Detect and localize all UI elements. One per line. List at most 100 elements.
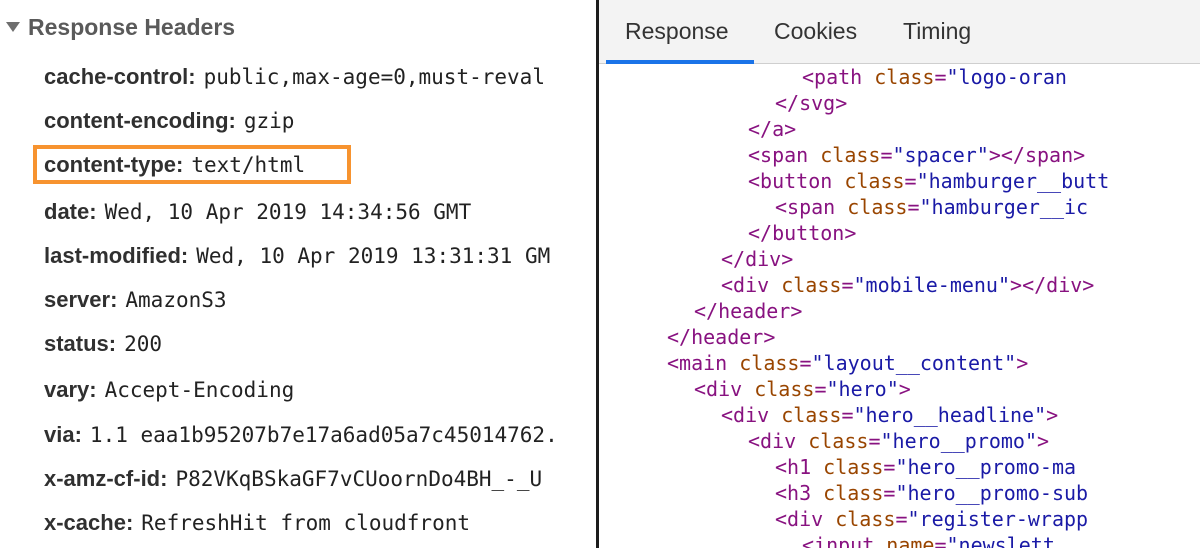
code-token-val: "hero__headline" [853,403,1047,427]
code-token-tag: <span [748,143,821,167]
code-token-attr: class [844,169,905,193]
header-key: status: [44,331,117,356]
header-key: content-type: [44,152,184,177]
code-token-tag: ></span> [988,143,1086,167]
code-token-attr: class [835,507,896,531]
header-value: public,max-age=0,must-reval [203,65,545,89]
header-row-last-modified: last-modified: Wed, 10 Apr 2019 13:31:31… [44,239,550,273]
code-token-tag: <button [748,169,845,193]
tab-bar: Response Cookies Timing [599,0,1200,64]
code-token-tag: > [898,377,911,401]
code-token-tag: = [841,403,854,427]
code-token-tag: = [799,351,812,375]
code-token-attr: class [808,429,869,453]
header-value: Wed, 10 Apr 2019 13:31:31 GM [196,244,551,268]
header-key: vary: [44,377,97,402]
code-line: <input name="newslett [802,532,1055,548]
code-token-tag: = [883,481,896,505]
code-token-tag: = [880,143,893,167]
code-line: <path class="logo-oran [802,64,1067,90]
section-title: Response Headers [28,13,236,40]
code-token-val: "register-wrapp [907,507,1089,531]
panel-divider[interactable] [596,0,599,548]
header-value: RefreshHit from cloudfront [141,511,471,535]
code-token-tag: = [934,65,947,89]
code-token-val: "spacer" [892,143,989,167]
code-token-attr: class [754,377,815,401]
code-line: </header> [694,298,802,324]
header-value: 200 [124,332,163,356]
code-token-val: "newslett [946,533,1055,548]
code-token-tag: <div [775,507,836,531]
code-token-tag: > [1016,351,1029,375]
code-token-tag: <div [721,403,782,427]
code-line: </button> [748,220,856,246]
header-row-content-type: content-type: text/html [44,148,305,182]
code-token-attr: class [781,273,842,297]
header-key: x-amz-cf-id: [44,466,168,491]
code-token-val: "layout__content" [811,351,1017,375]
header-value: AmazonS3 [125,288,227,312]
response-headers-panel: Response Headers cache-control: public,m… [0,0,596,548]
header-key: via: [44,422,82,447]
code-line: <div class="hero"> [694,376,911,402]
code-token-attr: class [847,195,908,219]
code-token-val: "hero__promo-sub [895,481,1089,505]
tab-timing[interactable]: Timing [903,18,972,44]
code-token-tag: <h1 [775,455,824,479]
code-token-tag: </svg> [775,91,848,115]
code-line: <span class="spacer"></span> [748,142,1085,168]
code-token-tag: <main [667,351,740,375]
code-token-tag: = [934,533,947,548]
header-key: cache-control: [44,64,196,89]
header-value: P82VKqBSkaGF7vCUoornDo4BH_-_U [175,467,543,491]
response-headers-section-toggle[interactable]: Response Headers [6,10,235,44]
header-row-status: status: 200 [44,327,162,361]
code-line: <span class="hamburger__ic [775,194,1088,220]
code-token-val: "hero__promo" [880,429,1038,453]
active-tab-indicator [606,60,754,64]
code-line: <div class="mobile-menu"></div> [721,272,1094,298]
code-token-tag: ></div> [1010,273,1095,297]
code-token-attr: class [823,481,884,505]
tab-response[interactable]: Response [625,18,729,44]
code-line: <button class="hamburger__butt [748,168,1109,194]
code-token-tag: </button> [748,221,857,245]
code-token-tag: = [841,273,854,297]
code-line: </header> [667,324,775,350]
header-key: x-cache: [44,510,134,535]
code-token-tag: </div> [721,247,794,271]
header-key: date: [44,199,97,224]
header-row-x-amz-cf-id: x-amz-cf-id: P82VKqBSkaGF7vCUoornDo4BH_-… [44,462,542,496]
code-token-tag: </a> [748,117,797,141]
header-row-cache-control: cache-control: public,max-age=0,must-rev… [44,60,545,94]
code-line: </svg> [775,90,847,116]
triangle-down-icon[interactable] [6,22,20,32]
code-line: <div class="hero__headline"> [721,402,1058,428]
code-token-tag: > [1037,429,1050,453]
header-row-via: via: 1.1 eaa1b95207b7e17a6ad05a7c4501476… [44,418,558,452]
header-row-date: date: Wed, 10 Apr 2019 14:34:56 GMT [44,195,471,229]
response-body-code[interactable]: <path class="logo-oran</svg></a><span cl… [599,64,1200,548]
code-token-tag: <input [802,533,887,548]
tab-cookies[interactable]: Cookies [774,18,858,44]
code-token-attr: name [886,533,935,548]
code-token-tag: = [904,169,917,193]
header-key: content-encoding: [44,108,236,133]
code-token-tag: <h3 [775,481,824,505]
code-token-tag: = [907,195,920,219]
code-token-tag: </header> [694,299,803,323]
code-token-tag: <div [748,429,809,453]
content-type-highlight-box [33,145,351,184]
header-value: 1.1 eaa1b95207b7e17a6ad05a7c45014762. [89,423,558,447]
code-token-tag: > [1046,403,1059,427]
code-line: </a> [748,116,796,142]
header-key: last-modified: [44,243,189,268]
header-row-vary: vary: Accept-Encoding [44,373,294,407]
code-line: </div> [721,246,793,272]
code-token-attr: class [823,455,884,479]
header-value: gzip [243,109,295,133]
response-panel: Response Cookies Timing <path class="log… [599,0,1200,548]
code-token-attr: class [781,403,842,427]
code-line: <main class="layout__content"> [667,350,1028,376]
